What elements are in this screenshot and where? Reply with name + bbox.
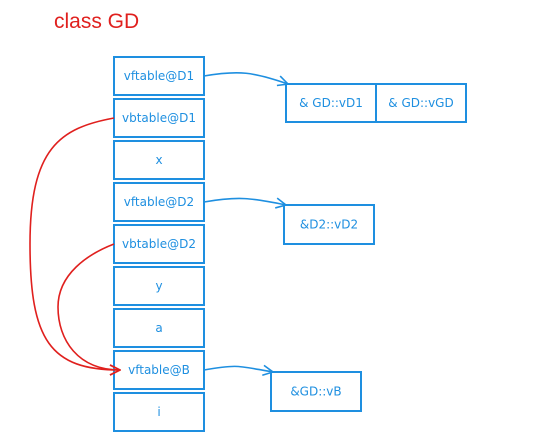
layout-cell-label: a — [155, 321, 162, 335]
diagram-title: class GD — [54, 10, 139, 33]
vtable-pointer-arrow — [203, 71, 288, 84]
layout-cell-y: y — [113, 266, 205, 306]
vtable-entry-label: & GD::vGD — [388, 96, 453, 110]
layout-cell-label: vbtable@D2 — [122, 237, 196, 251]
vbtable-pointer-arrow — [29, 117, 120, 370]
vtable-pointer-arrows — [203, 71, 288, 372]
layout-cell-box — [113, 308, 205, 348]
layout-cell-label: vftable@D2 — [124, 195, 194, 209]
vbtable-pointer-arrows — [29, 117, 120, 370]
layout-cell-box — [113, 224, 205, 264]
layout-cell-box — [113, 98, 205, 138]
vtable-entry-label: & GD::vD1 — [299, 96, 363, 110]
layout-cell-label: y — [155, 279, 162, 293]
vtable-entry-box — [283, 204, 375, 245]
layout-cell-label: vftable@B — [128, 363, 190, 377]
vtable-entry-label: &GD::vB — [290, 385, 341, 399]
layout-cell-box — [113, 140, 205, 180]
vtable-table-d1: & GD::vD1 & GD::vGD — [285, 83, 467, 123]
vtable-entry-box — [375, 83, 467, 123]
vtable-entry-label: &D2::vD2 — [300, 218, 358, 232]
vtable-entry-box — [270, 371, 362, 412]
vtable-table-d2: &D2::vD2 — [283, 204, 375, 245]
layout-cell-i: i — [113, 392, 205, 432]
layout-cell-label: i — [157, 405, 160, 419]
layout-cell-box — [113, 392, 205, 432]
layout-cell-a: a — [113, 308, 205, 348]
layout-cell-vftable-d2: vftable@D2 — [113, 182, 205, 222]
object-layout-column: vftable@D1 vbtable@D1 x vftable@D2 vbtable@D… — [113, 56, 205, 432]
layout-cell-label: vbtable@D1 — [122, 111, 196, 125]
layout-cell-x: x — [113, 140, 205, 180]
layout-cell-box — [113, 266, 205, 306]
layout-cell-vbtable-d2: vbtable@D2 — [113, 224, 205, 264]
vtable-pointer-arrow — [203, 366, 273, 372]
vtable-group: & GD::vD1 & GD::vGD&D2::vD2&GD::vB — [270, 83, 467, 412]
layout-cell-vbtable-d1: vbtable@D1 — [113, 98, 205, 138]
layout-cell-vftable-d1: vftable@D1 — [113, 56, 205, 96]
layout-cell-label: vftable@D1 — [124, 69, 194, 83]
layout-cell-box — [113, 56, 205, 96]
layout-cell-label: x — [155, 153, 162, 167]
vtable-pointer-arrow — [203, 198, 286, 205]
layout-cell-vftable-b: vftable@B — [113, 350, 205, 390]
vbtable-pointer-arrow — [57, 243, 120, 370]
vtable-table-b: &GD::vB — [270, 371, 362, 412]
vtable-entry-box — [285, 83, 377, 123]
